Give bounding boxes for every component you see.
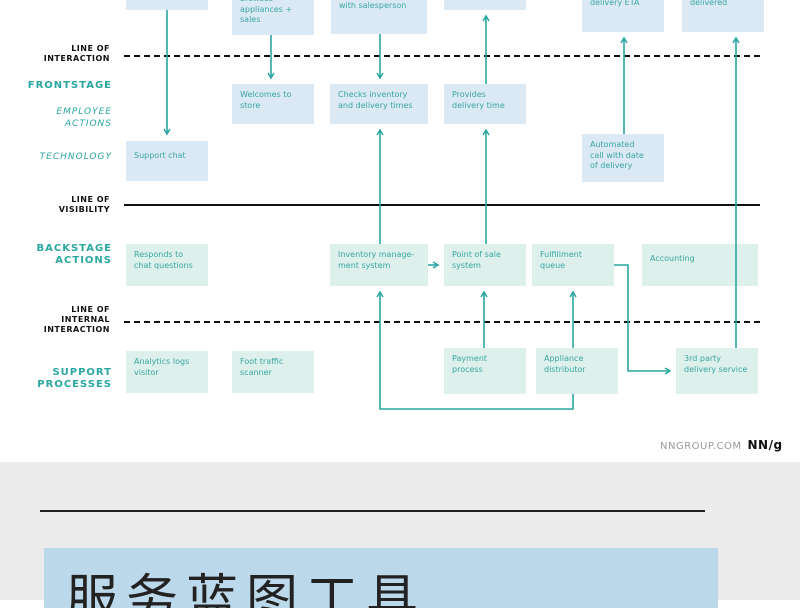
row-label-line-of-internal-interaction: LINE OF INTERNAL INTERACTION [43, 305, 110, 334]
credit-site: NNGROUP.COM [660, 441, 742, 452]
row-label-support-processes: SUPPORT PROCESSES [37, 367, 112, 390]
box-support-chat: Support chat [126, 141, 208, 181]
box-checks-inventory: Checks inventory and delivery times [330, 84, 428, 124]
row-label-line-of-interaction: LINE OF INTERACTION [43, 44, 110, 63]
journey-box-delivered: delivered [682, 0, 764, 32]
banner-title: 服务蓝图工具 [66, 570, 427, 608]
title-banner: 服务蓝图工具 [44, 548, 718, 608]
service-blueprint: LINE OF INTERACTION FRONTSTAGE EMPLOYEE … [27, 0, 783, 452]
line-of-internal-interaction [124, 321, 760, 323]
line-of-interaction [124, 55, 760, 57]
box-point-of-sale: Point of sale system [444, 244, 526, 286]
line-of-visibility [124, 204, 760, 206]
row-label-line-of-visibility: LINE OF VISIBILITY [58, 195, 110, 214]
box-third-party: 3rd party delivery service [676, 348, 758, 394]
nng-logo: NN/g [747, 438, 783, 452]
row-label-employee-actions: EMPLOYEE ACTIONS [56, 107, 112, 129]
box-payment: Payment process [444, 348, 526, 394]
row-label-backstage-actions: BACKSTAGE ACTIONS [36, 243, 112, 266]
box-analytics: Analytics logs visitor [126, 351, 208, 393]
box-automated-call: Automated call with date of delivery [582, 134, 664, 182]
lower-panel: 服务蓝图工具 [0, 462, 800, 608]
row-label-frontstage: FRONTSTAGE [27, 80, 112, 91]
arrow-distributor-to-inventory [376, 290, 574, 410]
credit: NNGROUP.COM NN/g [660, 438, 783, 452]
box-inventory-system: Inventory manage- ment system [330, 244, 428, 286]
journey-box-price: price, availability, with salesperson [331, 0, 427, 34]
journey-box-1 [126, 0, 208, 10]
box-appliance-distributor: Appliance distributor [536, 348, 618, 394]
box-accounting: Accounting [642, 244, 758, 286]
row-label-technology: TECHNOLOGY [39, 152, 112, 162]
box-fulfillment: Fulfillment queue [532, 244, 614, 286]
box-responds-chat: Responds to chat questions [126, 244, 208, 286]
journey-box-3 [444, 0, 526, 10]
divider-rule [40, 510, 705, 512]
journey-box-browses: browses appliances + sales [232, 0, 314, 35]
box-provides-delivery: Provides delivery time [444, 84, 526, 124]
box-welcomes: Welcomes to store [232, 84, 314, 124]
journey-box-delivery-eta: delivery ETA [582, 0, 664, 32]
connector-arrows [163, 10, 740, 410]
arrow-fulfillment-to-third-party [614, 264, 672, 375]
box-foot-traffic: Foot traffic scanner [232, 351, 314, 393]
